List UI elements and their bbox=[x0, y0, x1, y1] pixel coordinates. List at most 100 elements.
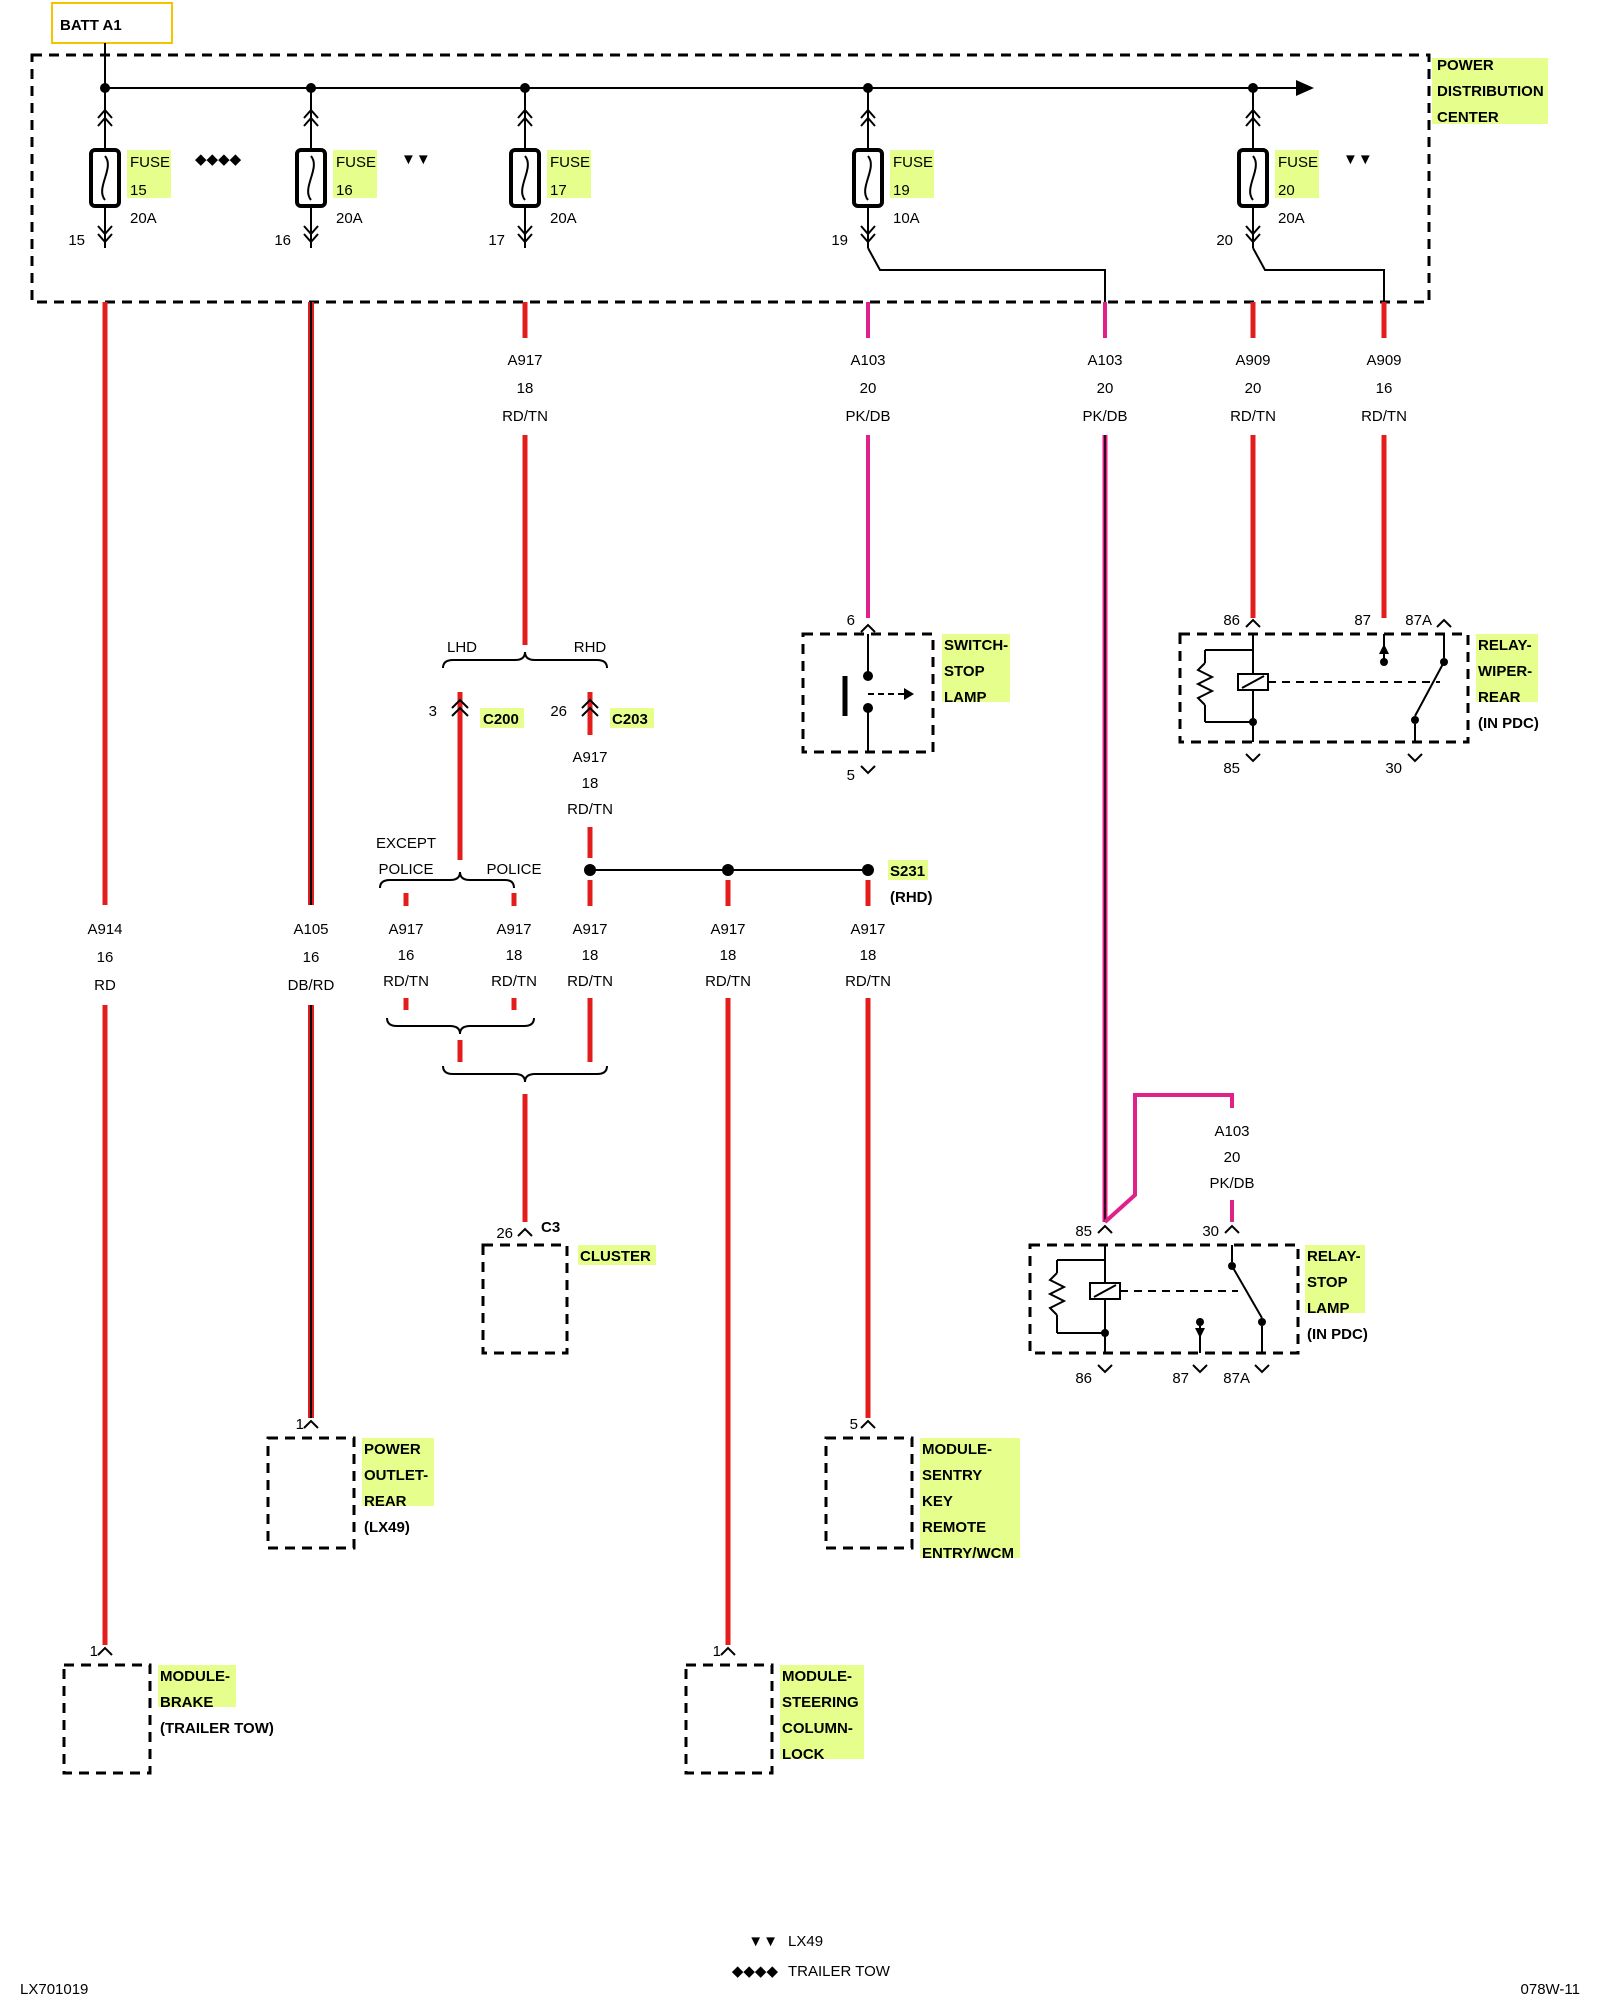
fuse-word: FUSE bbox=[550, 154, 590, 171]
switch-label-1: SWITCH- bbox=[944, 637, 1008, 654]
wire-gauge-a909-b: 16 bbox=[1376, 380, 1393, 397]
relay-stop-pin86: 86 bbox=[1075, 1370, 1092, 1387]
rhd-label: RHD bbox=[574, 639, 607, 656]
relay-wiper-label-2: WIPER- bbox=[1478, 663, 1532, 680]
wire-label-a917-police: A917 bbox=[496, 921, 531, 938]
wire-gauge-a917-top: 18 bbox=[517, 380, 534, 397]
fuse-rating: 20A bbox=[130, 210, 157, 227]
relay-stop-pin85: 85 bbox=[1075, 1223, 1092, 1240]
fuse-rating: 20A bbox=[550, 210, 577, 227]
wire-color-a917-rhd: RD/TN bbox=[567, 801, 613, 818]
wire-label-a909-b: A909 bbox=[1366, 352, 1401, 369]
relay-wiper-pin85: 85 bbox=[1223, 760, 1240, 777]
fuse-number: 20 bbox=[1278, 182, 1295, 199]
bus-arrow-icon bbox=[1296, 80, 1314, 96]
module-sentry-label-1: MODULE- bbox=[922, 1441, 992, 1458]
wire-gauge-a917-rhd: 18 bbox=[582, 775, 599, 792]
c3-label: C3 bbox=[541, 1219, 560, 1236]
wire-color-a914: RD bbox=[94, 977, 116, 994]
relay-stop-pin87: 87 bbox=[1172, 1370, 1189, 1387]
wire-color-a909-a: RD/TN bbox=[1230, 408, 1276, 425]
power-outlet-note: (LX49) bbox=[364, 1519, 410, 1536]
fuse-number: 15 bbox=[130, 182, 147, 199]
switch-pin-bottom: 5 bbox=[847, 767, 855, 784]
relay-stop-switch-icon bbox=[1231, 1265, 1263, 1319]
relay-stop-coil-resistor-icon bbox=[1047, 1272, 1067, 1316]
relay-wiper-pin87: 87 bbox=[1354, 612, 1371, 629]
except-police-label: POLICE bbox=[378, 861, 433, 878]
fuse-marker: ▼▼ bbox=[401, 151, 431, 168]
batt-label: BATT A1 bbox=[60, 17, 122, 34]
wire-color-a917-top: RD/TN bbox=[502, 408, 548, 425]
wire-color-a917-except: RD/TN bbox=[383, 973, 429, 990]
police-brace bbox=[379, 871, 515, 889]
relay-wiper-pin87a: 87A bbox=[1405, 612, 1432, 629]
lhd-label: LHD bbox=[447, 639, 477, 656]
merge-brace-1 bbox=[386, 1017, 535, 1035]
merge-brace-2 bbox=[442, 1065, 608, 1083]
module-brake-label-1: MODULE- bbox=[160, 1668, 230, 1685]
fuse-pin: 19 bbox=[831, 232, 848, 249]
relay-stop-pin87a: 87A bbox=[1223, 1370, 1250, 1387]
fuse-pin: 15 bbox=[68, 232, 85, 249]
fuse-marker: ▼▼ bbox=[1343, 151, 1373, 168]
module-brake-pin: 1 bbox=[90, 1643, 98, 1660]
wire-gauge-a103-b: 20 bbox=[1097, 380, 1114, 397]
module-steering-label-3: COLUMN- bbox=[782, 1720, 853, 1737]
relay-stop-label-1: RELAY- bbox=[1307, 1248, 1361, 1265]
c203-pin: 26 bbox=[550, 703, 567, 720]
s231-label: S231 bbox=[890, 863, 925, 880]
fuse20-jog bbox=[1252, 247, 1385, 302]
wire-label-a103-b: A103 bbox=[1087, 352, 1122, 369]
fuse-rating: 20A bbox=[336, 210, 363, 227]
relay-wiper-label-1: RELAY- bbox=[1478, 637, 1532, 654]
module-steering-label-4: LOCK bbox=[782, 1746, 825, 1763]
legend-lx49-symbol: ▼▼ bbox=[748, 1933, 778, 1950]
module-steering-pin: 1 bbox=[713, 1643, 721, 1660]
fuse-word: FUSE bbox=[336, 154, 376, 171]
wire-gauge-a917-sentry: 18 bbox=[860, 947, 877, 964]
except-label: EXCEPT bbox=[376, 835, 436, 852]
wire-gauge-a105: 16 bbox=[303, 949, 320, 966]
wire-label-a103-19: A103 bbox=[850, 352, 885, 369]
wire-color-a917-rhd2: RD/TN bbox=[567, 973, 613, 990]
module-brake-note: (TRAILER TOW) bbox=[160, 1720, 274, 1737]
footer-left: LX701019 bbox=[20, 1981, 88, 1998]
fuse-number: 16 bbox=[336, 182, 353, 199]
fuse-rating: 20A bbox=[1278, 210, 1305, 227]
switch-pin-top: 6 bbox=[847, 612, 855, 629]
legend-trailer-text: TRAILER TOW bbox=[788, 1963, 891, 1980]
wire-gauge-a909-a: 20 bbox=[1245, 380, 1262, 397]
wire-gauge-a103-19: 20 bbox=[860, 380, 877, 397]
wire-color-a917-police: RD/TN bbox=[491, 973, 537, 990]
module-sentry-label-4: REMOTE bbox=[922, 1519, 986, 1536]
module-sentry-label-5: ENTRY/WCM bbox=[922, 1545, 1014, 1562]
wire-label-a917-rhd2: A917 bbox=[572, 921, 607, 938]
fuse19-jog bbox=[867, 247, 1106, 302]
lhd-rhd-brace bbox=[442, 651, 608, 669]
relay-wiper-label-3: REAR bbox=[1478, 689, 1521, 706]
module-brake-label-2: BRAKE bbox=[160, 1694, 213, 1711]
relay-wiper-pin86: 86 bbox=[1223, 612, 1240, 629]
c3-pin: 26 bbox=[496, 1225, 513, 1242]
fuse-number: 17 bbox=[550, 182, 567, 199]
relay-wiper-pin30: 30 bbox=[1385, 760, 1402, 777]
wire-gauge-a917-police: 18 bbox=[506, 947, 523, 964]
relay-stop-lamp-box bbox=[1028, 1243, 1300, 1355]
wire-color-a917-steer: RD/TN bbox=[705, 973, 751, 990]
wire-label-a917-top: A917 bbox=[507, 352, 542, 369]
module-sentry-label-3: KEY bbox=[922, 1493, 953, 1510]
switch-label-3: LAMP bbox=[944, 689, 987, 706]
cluster-box bbox=[481, 1243, 569, 1355]
legend-lx49-text: LX49 bbox=[788, 1933, 823, 1950]
fuse-pin: 20 bbox=[1216, 232, 1233, 249]
wire-label-a917-sentry: A917 bbox=[850, 921, 885, 938]
wire-label-a917-rhd: A917 bbox=[572, 749, 607, 766]
pdc-box bbox=[30, 53, 1431, 304]
police-label: POLICE bbox=[486, 861, 541, 878]
wire-gauge-a917-except: 16 bbox=[398, 947, 415, 964]
